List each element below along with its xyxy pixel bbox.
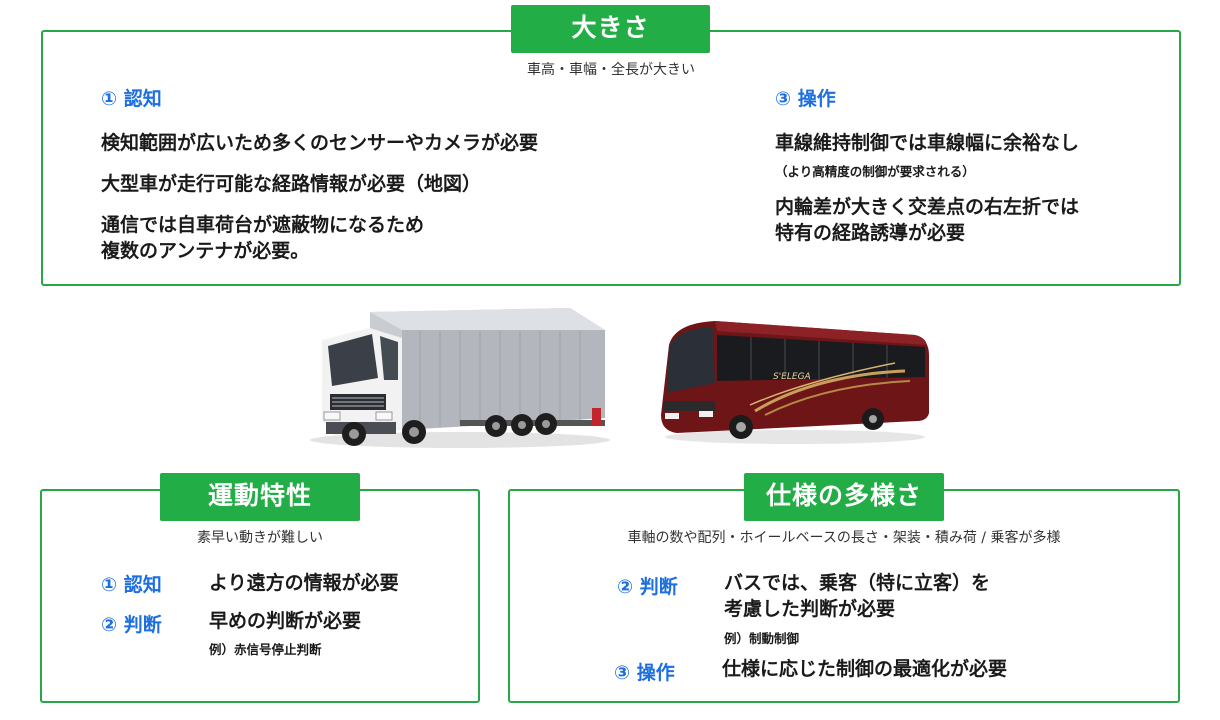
size-section-tag: 大きさ xyxy=(511,5,710,53)
motion-recognition-text: より遠方の情報が必要 xyxy=(209,572,399,594)
spec-judgment-line-2: 考慮した判断が必要 xyxy=(724,598,896,620)
size-operation-item-2a: 内輪差が大きく交差点の右左折では xyxy=(775,196,1080,218)
motion-judgment-text: 早めの判断が必要 xyxy=(209,610,362,632)
size-recognition-item-3a: 通信では自車荷台が遮蔽物になるため xyxy=(101,214,425,236)
size-operation-item-2b: 特有の経路誘導が必要 xyxy=(775,222,966,244)
motion-judgment-example: 例）赤信号停止判断 xyxy=(209,642,322,657)
spec-judgment-label: ② 判断 xyxy=(617,576,678,598)
spec-section-subtitle: 車軸の数や配列・ホイールベースの長さ・架装・積み荷 / 乗客が多様 xyxy=(627,530,1061,546)
size-recognition-item-2: 大型車が走行可能な経路情報が必要（地図） xyxy=(101,173,482,195)
spec-judgment-line-1: バスでは、乗客（特に立客）を xyxy=(724,572,991,594)
bus-lettering: S'ELEGA xyxy=(773,372,811,382)
size-operation-item-1: 車線維持制御では車線幅に余裕なし xyxy=(775,132,1080,154)
spec-operation-text: 仕様に応じた制御の最適化が必要 xyxy=(722,658,1008,680)
size-operation-label: ③ 操作 xyxy=(775,88,836,110)
size-recognition-item-1: 検知範囲が広いため多くのセンサーやカメラが必要 xyxy=(101,132,539,154)
size-recognition-item-3b: 複数のアンテナが必要。 xyxy=(101,240,310,262)
motion-judgment-label: ② 判断 xyxy=(101,614,162,636)
motion-recognition-label: ① 認知 xyxy=(101,574,162,596)
motion-section-subtitle: 素早い動きが難しい xyxy=(197,530,323,546)
size-recognition-label: ① 認知 xyxy=(101,88,162,110)
spec-section-tag: 仕様の多様さ xyxy=(744,473,944,521)
spec-judgment-example: 例）制動制御 xyxy=(724,631,800,646)
motion-section-tag: 運動特性 xyxy=(160,473,360,521)
truck-image xyxy=(310,308,610,448)
size-operation-item-1-note: （より高精度の制御が要求される） xyxy=(775,164,975,179)
size-section-subtitle: 車高・車幅・全長が大きい xyxy=(527,62,695,78)
spec-operation-label: ③ 操作 xyxy=(614,662,675,684)
bus-image: S'ELEGA xyxy=(661,321,929,444)
